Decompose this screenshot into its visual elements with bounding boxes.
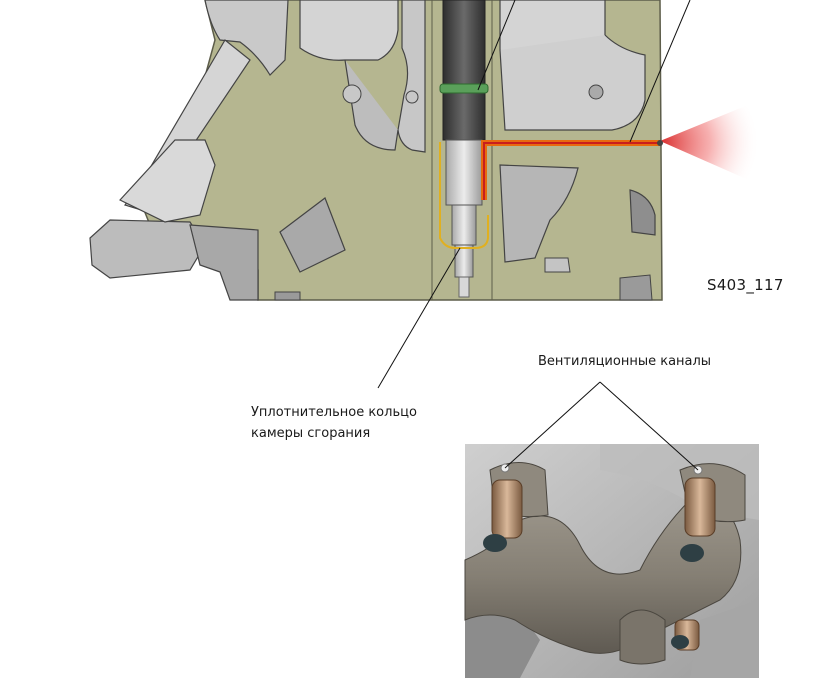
label-combustion-seal: Уплотнительное кольцо камеры сгорания (251, 402, 417, 444)
label-vent-channels: Вентиляционные каналы (538, 354, 712, 369)
air-spray (660, 100, 760, 185)
seal-outline (439, 142, 489, 249)
label-seal-line1: Уплотнительное кольцо (251, 405, 417, 420)
injector-o-ring (439, 83, 489, 94)
injector (439, 0, 489, 298)
figure-id: S403_117 (707, 276, 784, 294)
exhaust-manifold-photo (464, 444, 759, 678)
vent-channel-path (481, 140, 660, 200)
label-seal-line2: камеры сгорания (251, 426, 371, 441)
cylinder-head-section (89, 0, 663, 301)
